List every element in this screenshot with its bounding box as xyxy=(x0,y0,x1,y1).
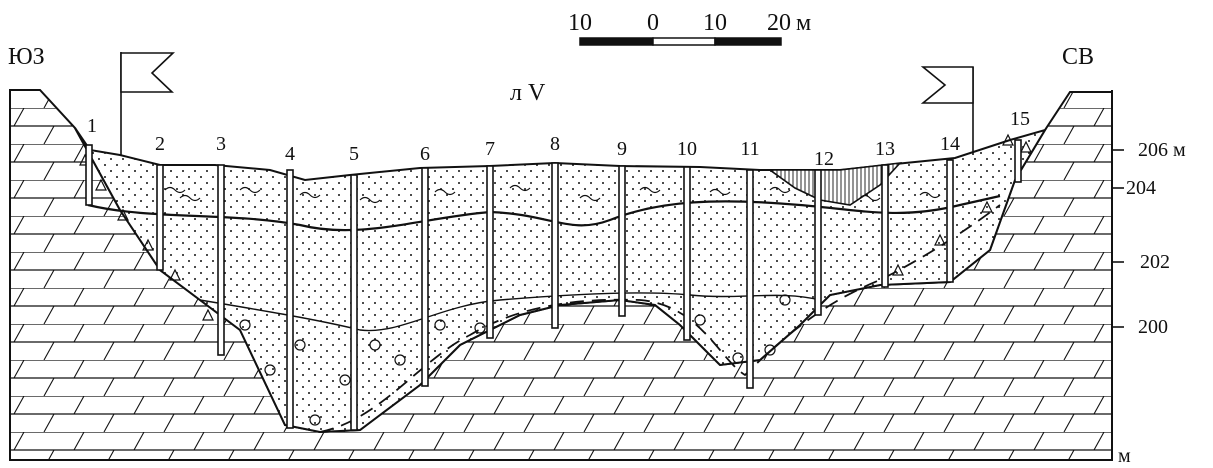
layer-boundaries xyxy=(87,194,1001,433)
borehole-13 xyxy=(881,164,889,288)
elevation-axis: 206 м 204 202 200 м xyxy=(1111,90,1186,467)
scale-unit: м xyxy=(796,10,811,36)
borehole-7 xyxy=(486,165,494,339)
elevation-tick-204: 204 xyxy=(1126,177,1156,199)
borehole-3 xyxy=(217,164,225,356)
profile-line-label: л V xyxy=(510,80,546,106)
borehole-10 xyxy=(683,166,691,341)
borehole-8 xyxy=(551,162,559,329)
borehole-number-4: 4 xyxy=(285,143,295,165)
borehole-number-2: 2 xyxy=(155,133,165,155)
borehole-number-6: 6 xyxy=(420,143,430,165)
elevation-tick-202: 202 xyxy=(1140,251,1170,273)
borehole-9 xyxy=(618,165,626,317)
gravel-pebbles xyxy=(239,294,791,426)
borehole-14 xyxy=(946,159,954,283)
borehole-2 xyxy=(156,164,164,271)
flag-left xyxy=(120,52,175,155)
valley-fill-sand xyxy=(74,127,1048,434)
elevation-unit: м xyxy=(1118,445,1131,467)
borehole-number-9: 9 xyxy=(617,138,627,160)
borehole-5 xyxy=(350,174,358,431)
borehole-number-3: 3 xyxy=(216,133,226,155)
elevation-tick-206: 206 м xyxy=(1138,139,1186,161)
elevation-tick-200: 200 xyxy=(1138,316,1168,338)
borehole-number-14: 14 xyxy=(940,133,960,155)
scale-label-10-left: 10 xyxy=(568,10,592,36)
borehole-columns xyxy=(85,139,1022,431)
borehole-4 xyxy=(286,169,294,429)
borehole-12 xyxy=(814,169,822,316)
scale-bar: 10 0 10 20 м xyxy=(568,10,811,46)
borehole-11 xyxy=(746,169,754,389)
borehole-number-1: 1 xyxy=(87,115,97,137)
borehole-number-15: 15 xyxy=(1010,108,1030,130)
scale-label-20: 20 xyxy=(767,10,791,36)
rubble-symbols xyxy=(79,133,1032,321)
borehole-15 xyxy=(1014,139,1022,183)
borehole-number-10: 10 xyxy=(677,138,697,160)
borehole-number-5: 5 xyxy=(349,143,359,165)
borehole-1 xyxy=(85,144,93,206)
flag-right xyxy=(920,66,974,155)
borehole-number-12: 12 xyxy=(814,148,834,170)
borehole-number-8: 8 xyxy=(550,133,560,155)
borehole-number-7: 7 xyxy=(485,138,495,160)
scale-label-10-right: 10 xyxy=(703,10,727,36)
borehole-6 xyxy=(421,167,429,387)
borehole-number-11: 11 xyxy=(740,138,759,160)
direction-southwest: ЮЗ xyxy=(8,44,45,70)
silt-symbols xyxy=(164,184,941,204)
borehole-numbers: 1 2 3 4 5 6 7 8 9 10 11 12 13 14 15 xyxy=(87,108,1030,170)
scale-label-0: 0 xyxy=(647,10,659,36)
direction-northeast: СВ xyxy=(1062,44,1094,70)
borehole-number-13: 13 xyxy=(875,138,895,160)
